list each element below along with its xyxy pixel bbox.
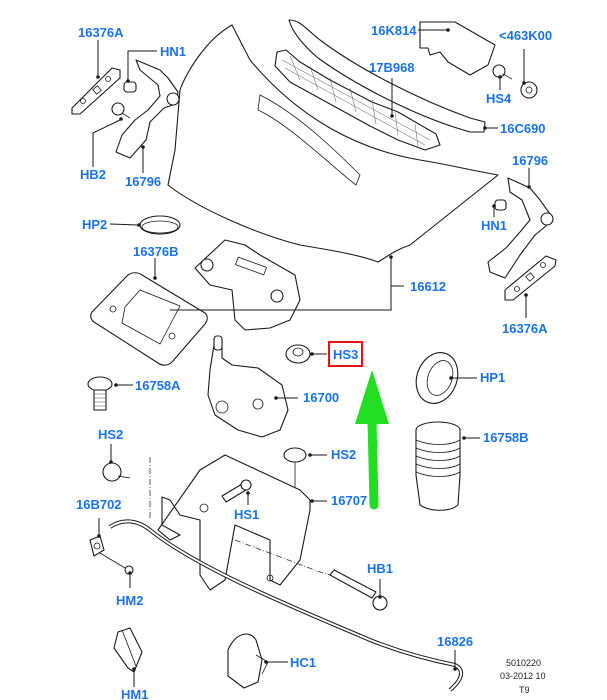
- nut-HN1-right[interactable]: [494, 199, 507, 211]
- gasket-16376B[interactable]: [90, 272, 208, 366]
- cowl-grille-17B968[interactable]: [274, 49, 441, 151]
- stamp-date-code: 03-2012 10: [500, 671, 546, 681]
- clip-HM1[interactable]: [113, 627, 143, 673]
- part-labels: 16376A HN1 HB2 16796 16K814 <463K00 17B9…: [76, 23, 552, 700]
- bolt-HB1[interactable]: [329, 569, 388, 611]
- label-17B968[interactable]: 17B968: [369, 60, 415, 75]
- label-HS4[interactable]: HS4: [486, 91, 512, 106]
- screw-HS4[interactable]: [492, 64, 513, 80]
- label-16612[interactable]: 16612: [410, 279, 446, 294]
- bracket-16K814[interactable]: [419, 21, 496, 76]
- dash-guide-hb1: [234, 539, 331, 576]
- label-16376A-right[interactable]: 16376A: [502, 321, 548, 336]
- hinge-left-16796[interactable]: [115, 59, 180, 159]
- label-16758B[interactable]: 16758B: [483, 430, 529, 445]
- latch-support-16707[interactable]: [157, 454, 311, 591]
- label-16796-right[interactable]: 16796: [512, 153, 548, 168]
- bolt-HB2[interactable]: [111, 102, 131, 119]
- bumper-16758A[interactable]: [87, 376, 113, 411]
- label-16376B[interactable]: 16376B: [133, 244, 179, 259]
- plug-HP2[interactable]: [139, 215, 181, 235]
- label-16700[interactable]: 16700: [303, 390, 339, 405]
- label-16826[interactable]: 16826: [437, 634, 473, 649]
- label-16C690[interactable]: 16C690: [500, 121, 546, 136]
- bolt-HS1[interactable]: [221, 479, 252, 503]
- nut-HS3[interactable]: [285, 344, 311, 364]
- label-HC1[interactable]: HC1: [290, 655, 316, 670]
- latch-16700[interactable]: [207, 335, 289, 438]
- boot-16758B[interactable]: [415, 421, 461, 511]
- bolt-HS2-left[interactable]: [102, 462, 131, 482]
- label-HM1[interactable]: HM1: [121, 687, 148, 700]
- clip-HC1[interactable]: [227, 633, 269, 689]
- label-HP1[interactable]: HP1: [480, 370, 505, 385]
- label-HM2[interactable]: HM2: [116, 593, 143, 608]
- clip-HM2[interactable]: [99, 552, 134, 575]
- hinge-plate-right-16376A[interactable]: [504, 255, 557, 301]
- clip-463K00[interactable]: [520, 81, 538, 99]
- label-16K814[interactable]: 16K814: [371, 23, 417, 38]
- label-HN1-left[interactable]: HN1: [160, 44, 186, 59]
- leader-lines: [92, 28, 531, 687]
- highlight-box-hs3: [328, 341, 363, 367]
- label-HS2-right[interactable]: HS2: [331, 447, 356, 462]
- label-HS3[interactable]: HS3: [333, 347, 358, 362]
- striker-bracket[interactable]: [194, 239, 301, 331]
- label-16758A[interactable]: 16758A: [135, 378, 181, 393]
- nut-HN1-left[interactable]: [123, 81, 137, 93]
- label-HS1[interactable]: HS1: [234, 507, 259, 522]
- release-cable-16826[interactable]: [108, 519, 463, 692]
- bracket-16B702[interactable]: [89, 535, 105, 557]
- label-HB2[interactable]: HB2: [80, 167, 106, 182]
- label-16376A-left[interactable]: 16376A: [78, 25, 124, 40]
- label-HP2[interactable]: HP2: [82, 217, 107, 232]
- label-16B702[interactable]: 16B702: [76, 497, 122, 512]
- hinge-plate-left-16376A[interactable]: [71, 67, 121, 115]
- bolt-HS2-right[interactable]: [283, 447, 307, 490]
- stamp-drawing-number: 5010220: [506, 658, 541, 668]
- label-463K00[interactable]: <463K00: [499, 28, 552, 43]
- grommet-HP1[interactable]: [409, 347, 464, 410]
- label-HB1[interactable]: HB1: [367, 561, 393, 576]
- label-16707[interactable]: 16707: [331, 493, 367, 508]
- stamp-revision: T9: [519, 685, 530, 695]
- hood-panel-16612[interactable]: [167, 24, 499, 263]
- label-16796-left[interactable]: 16796: [125, 174, 161, 189]
- green-arrow-icon: [355, 370, 389, 510]
- hinge-right-16796[interactable]: [487, 177, 554, 279]
- drawing-stamp: 5010220 03-2012 10 T9: [500, 658, 546, 695]
- label-HN1-right[interactable]: HN1: [481, 218, 507, 233]
- label-HS2-left[interactable]: HS2: [98, 427, 123, 442]
